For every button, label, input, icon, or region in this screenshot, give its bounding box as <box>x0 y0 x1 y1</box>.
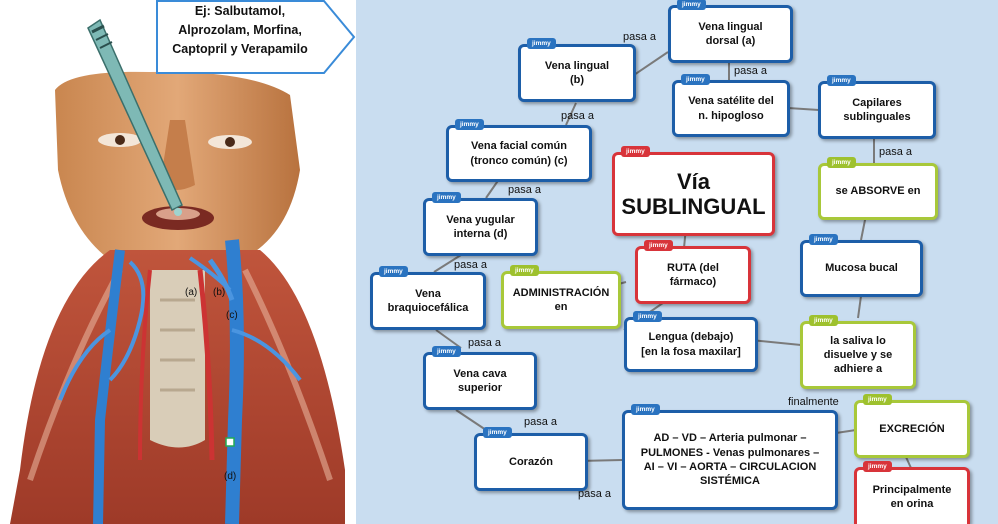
concept-map: jimmy Vía SUBLINGUAL jimmy RUTA (del fár… <box>356 0 998 524</box>
node-lengua: jimmy Lengua (debajo) [en la fosa maxila… <box>624 311 758 372</box>
node-mucosa: jimmy Mucosa bucal <box>800 234 923 297</box>
figure-label-a: (a) <box>185 287 198 298</box>
node-tag: jimmy <box>510 265 539 276</box>
node-tag: jimmy <box>455 119 484 130</box>
node-lingual-dorsal: jimmy Vena lingual dorsal (a) <box>668 0 793 63</box>
node-tag: jimmy <box>631 404 660 415</box>
node-yugular: jimmy Vena yugular interna (d) <box>423 192 538 256</box>
node-tag: jimmy <box>432 192 461 203</box>
node-tag: jimmy <box>809 234 838 245</box>
node-tag: jimmy <box>863 394 892 405</box>
node-tag: jimmy <box>827 157 856 168</box>
node-absorve-text: se ABSORVE en <box>835 185 921 198</box>
node-excrecion: jimmy EXCRECIÓN <box>854 394 970 458</box>
neck-anatomy-drawing <box>10 18 345 524</box>
node-excrecion-text: EXCRECIÓN <box>879 422 945 435</box>
node-tag: jimmy <box>633 311 662 322</box>
node-tag: jimmy <box>621 146 650 157</box>
node-cava-text: Vena cava superior <box>453 367 507 394</box>
node-saliva: jimmy la saliva lo disuelve y se adhiere… <box>800 315 916 389</box>
node-tag: jimmy <box>677 0 706 10</box>
link-label-pasa-a: pasa a <box>561 110 595 122</box>
node-capilares-text: Capilares sublinguales <box>843 96 911 123</box>
title-node: jimmy Vía SUBLINGUAL <box>612 146 775 236</box>
node-tag: jimmy <box>527 38 556 49</box>
node-facial: jimmy Vena facial común (tronco común) (… <box>446 119 592 182</box>
anatomy-illustration: (a) (b) (c) (d) <box>0 0 358 524</box>
node-lingual: jimmy Vena lingual (b) <box>518 38 636 102</box>
node-administracion-text: ADMINISTRACIÓN en <box>512 286 610 313</box>
figure-label-b: (b) <box>213 287 226 298</box>
link-label-pasa-a: pasa a <box>623 31 657 43</box>
node-facial-text: Vena facial común (tronco común) (c) <box>470 140 568 167</box>
node-orina-text: Principalmente en orina <box>872 483 952 510</box>
link-label-pasa-a: pasa a <box>508 184 542 196</box>
link-label-pasa-a: pasa a <box>879 146 913 158</box>
node-saliva-text: la saliva lo disuelve y se adhiere a <box>823 334 893 376</box>
node-satelite-text: Vena satélite del n. hipogloso <box>688 95 774 122</box>
node-tag: jimmy <box>432 346 461 357</box>
link-label-pasa-a: pasa a <box>468 337 502 349</box>
node-corazon: jimmy Corazón <box>474 427 588 491</box>
example-callout-shape <box>156 0 356 74</box>
node-tag: jimmy <box>681 74 710 85</box>
node-tag: jimmy <box>863 461 892 472</box>
node-yugular-text: Vena yugular interna (d) <box>446 213 515 240</box>
node-mucosa-text: Mucosa bucal <box>825 262 898 275</box>
node-tag: jimmy <box>644 240 673 251</box>
node-tag: jimmy <box>809 315 838 326</box>
node-circulacion-text: AD – VD – Arteria pulmonar – PULMONES - … <box>640 432 820 488</box>
node-cava: jimmy Vena cava superior <box>423 346 537 410</box>
figure-label-d: (d) <box>224 471 237 482</box>
node-corazon-text: Corazón <box>509 455 553 468</box>
node-tag: jimmy <box>483 427 512 438</box>
link-label-finalmente: finalmente <box>788 396 839 408</box>
link-label-pasa-a: pasa a <box>578 488 612 500</box>
title-text: Vía SUBLINGUAL <box>621 168 766 219</box>
figure-label-c: (c) <box>226 310 238 321</box>
link-label-pasa-a: pasa a <box>524 416 558 428</box>
node-lingual-dorsal-text: Vena lingual dorsal (a) <box>698 20 763 47</box>
node-circulacion: jimmy AD – VD – Arteria pulmonar – PULMO… <box>622 404 838 510</box>
node-lingual-text: Vena lingual (b) <box>544 59 610 86</box>
node-tag: jimmy <box>379 266 408 277</box>
node-braquiocefalica-text: Vena braquiocefálica <box>387 287 469 314</box>
node-ruta-text: RUTA (del fármaco) <box>667 261 719 288</box>
link-label-pasa-a: pasa a <box>454 259 488 271</box>
link-label-pasa-a: pasa a <box>734 65 768 77</box>
node-lengua-text: Lengua (debajo) [en la fosa maxilar] <box>641 331 741 358</box>
node-administracion: jimmy ADMINISTRACIÓN en <box>501 265 621 329</box>
node-ruta: jimmy RUTA (del fármaco) <box>635 240 751 304</box>
node-tag: jimmy <box>827 75 856 86</box>
example-callout-text: Ej: Salbutamol, Alprozolam, Morfina, Cap… <box>172 4 308 56</box>
node-absorve: jimmy se ABSORVE en <box>818 157 938 220</box>
node-capilares: jimmy Capilares sublinguales <box>818 75 936 139</box>
node-braquiocefalica: jimmy Vena braquiocefálica <box>370 266 486 330</box>
node-orina: jimmy Principalmente en orina <box>854 461 970 524</box>
node-satelite: jimmy Vena satélite del n. hipogloso <box>672 74 790 137</box>
